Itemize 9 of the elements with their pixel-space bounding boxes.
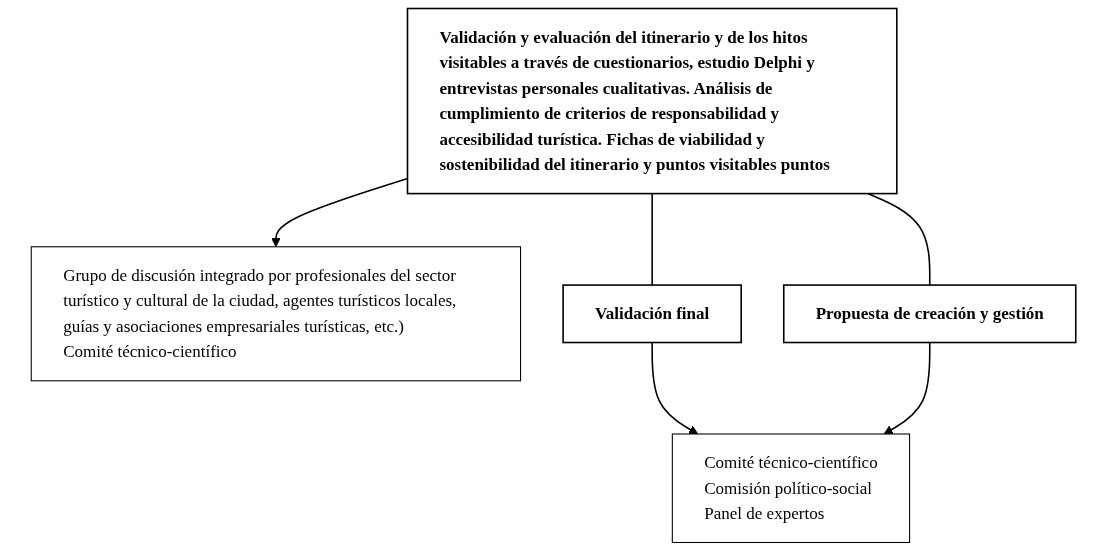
arrow: [651, 341, 699, 435]
connector: [651, 192, 653, 286]
arrow: [883, 341, 931, 435]
node-box: Comité técnico-científico Comisión político-social Panel de expertos: [671, 433, 911, 543]
node-box: Validación y evaluación del itinerario y de los hitos visitables a través de cuestionarios, estudio Delphi y entrevistas personales cualitativas. Análisis de cumplimiento de criterios de responsabilidad y accesibilidad turística. Fichas de viabilidad y sostenibilidad del itinerario y puntos visitables puntos: [406, 7, 898, 195]
node-box: Validación final: [562, 284, 742, 344]
node-box: Grupo de discusión integrado por profesionales del sector turístico y cultural de la ciudad, agentes turísticos locales, guías y asociaciones empresariales turísticas, etc.) Comité técnico-científico: [30, 246, 522, 382]
connector: [867, 192, 931, 286]
node-box: Propuesta de creación y gestión: [782, 284, 1077, 344]
